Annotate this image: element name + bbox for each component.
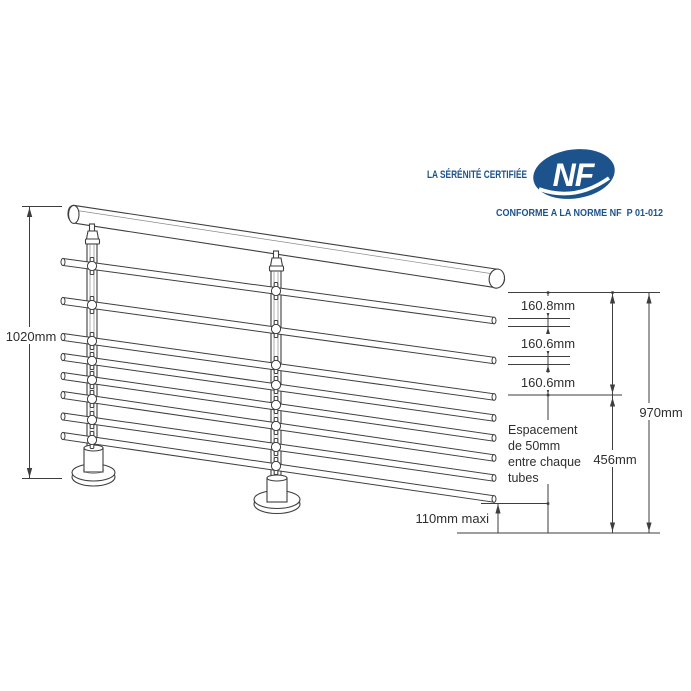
dimension-right-side: 160.8mm 160.6mm 160.6mm Espacement de 50… [416,291,691,534]
rail-height-label: 970mm [639,405,682,420]
conformity-statement: CONFORME A LA NORME NF P 01-012 [496,208,663,219]
saddle-collar [268,265,285,272]
connector [86,296,98,314]
connector [270,457,282,475]
base-cylinder [83,447,104,473]
connector [270,438,282,456]
connector [270,417,282,435]
gap-top-label: 160.8mm [521,298,575,313]
spacing-note-line: entre chaque [508,455,581,469]
connector [86,371,98,389]
tube-connectors [86,257,282,475]
base-cylinder-top [266,474,288,482]
spacing-note: Espacement de 50mm entre chaque tubes [502,420,586,485]
connector [86,352,98,370]
handrail-end-cap-right [488,268,506,289]
connector [270,356,282,374]
saddle [269,257,284,267]
connector [86,431,98,449]
connector [270,396,282,414]
nf-logo: LA SÉRÉNITÉ CERTIFIÉE NF CONFORME A LA N… [427,149,663,219]
connector [270,282,282,300]
spacing-note-line: de 50mm [508,439,560,453]
connector [86,390,98,408]
saddle-stem [88,223,96,232]
spacing-note-line: Espacement [508,423,578,437]
handrail [67,204,506,289]
connector [86,332,98,350]
gap-mid-label: 160.6mm [521,336,575,351]
base-cylinder [266,477,288,503]
saddle [85,230,100,240]
saddle-stem [272,250,280,259]
dimension-total-height: 1020mm [2,206,62,479]
spacing-note-line: tubes [508,471,539,485]
ground-clearance-label: 110mm maxi [416,511,490,526]
handrail-end-cap-left [68,204,80,224]
gap-lower-label: 160.6mm [521,375,575,390]
connector [270,376,282,394]
connector [86,411,98,429]
handrail-highlight [76,210,498,275]
saddle-collar [84,238,101,245]
certification-tagline: LA SÉRÉNITÉ CERTIFIÉE [427,168,527,181]
connector [270,320,282,338]
nf-logo-swoosh-icon [538,176,611,196]
lower-span-label: 456mm [593,452,636,467]
connector [86,257,98,275]
total-height-label: 1020mm [6,329,57,344]
